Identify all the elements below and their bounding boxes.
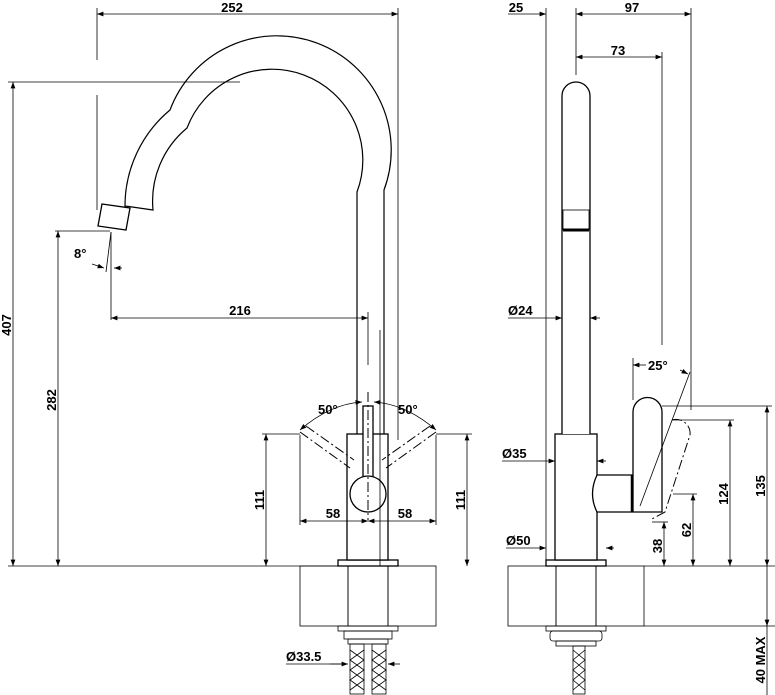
lever-side	[591, 396, 691, 521]
dim-label-62: 62	[679, 523, 694, 537]
dim-lever-tilt: 25°	[632, 358, 691, 507]
dim-overall-width: 252	[96, 0, 399, 440]
dim-spout-diameter: Ø24	[508, 303, 600, 321]
dim-label-73: 73	[611, 43, 625, 58]
dim-label-38: 38	[650, 539, 665, 553]
front-view: 252 407 282 8° 216	[0, 0, 472, 695]
dim-label-111-right: 111	[453, 490, 468, 510]
supply-hoses-front	[349, 643, 387, 695]
dim-label-124: 124	[716, 482, 731, 504]
spout-front	[124, 35, 392, 434]
dim-label-407: 407	[0, 314, 14, 336]
dim-label-40-max: 40 MAX	[753, 636, 768, 683]
base-plate-side	[545, 559, 607, 567]
dim-base-diameter: Ø50	[506, 533, 614, 551]
dim-label-58-left: 58	[326, 506, 340, 521]
dim-spout-top-depth: 73	[576, 43, 663, 345]
side-view: 25 97 73 Ø24 Ø35 Ø50	[502, 0, 775, 695]
dim-label-111-left: 111	[252, 490, 267, 510]
dim-label-216: 216	[229, 303, 251, 318]
dim-label-252: 252	[221, 0, 243, 15]
dim-label-d50: Ø50	[506, 533, 531, 548]
dim-overall-height: 407	[0, 81, 338, 567]
dim-side-top: 25 97	[508, 0, 692, 560]
dim-label-d35: Ø35	[502, 446, 527, 461]
dim-label-282: 282	[44, 389, 59, 411]
supply-hose-side	[572, 645, 586, 695]
base-plate-front	[337, 559, 399, 567]
dim-shank-diameter: Ø33.5	[286, 649, 400, 667]
mixer-body-side	[554, 433, 598, 561]
dim-label-8deg: 8°	[74, 246, 86, 261]
dim-label-97: 97	[625, 0, 639, 15]
dim-body-diameter: Ø35	[502, 446, 606, 464]
fixing-nut-front	[337, 625, 399, 645]
dim-label-58-right: 58	[398, 506, 412, 521]
dim-lever-heights: 38 62 124 135	[650, 405, 772, 566]
spout-side	[561, 81, 591, 434]
countertop-section-front	[299, 565, 437, 627]
fixing-nut-side	[545, 625, 607, 647]
dim-max-counter-thickness: 40 MAX	[753, 566, 770, 695]
dim-spout-outlet-height: 282	[44, 230, 110, 566]
dim-label-d24: Ø24	[508, 303, 533, 318]
dim-lever-swing: 58 58	[299, 435, 437, 525]
aerator-front	[97, 203, 131, 231]
dim-label-50deg-right: 50°	[398, 402, 418, 417]
dim-outlet-angle: 8°	[74, 231, 122, 320]
dim-lever-height: 111 111	[252, 433, 472, 566]
dim-spout-reach: 216	[111, 303, 369, 365]
dim-label-50deg-left: 50°	[318, 402, 338, 417]
dim-label-25deg: 25°	[648, 358, 668, 373]
countertop-section-side	[507, 565, 775, 627]
dim-label-33-5: Ø33.5	[286, 649, 321, 664]
dim-label-135: 135	[753, 475, 768, 497]
dim-label-25: 25	[509, 0, 523, 15]
